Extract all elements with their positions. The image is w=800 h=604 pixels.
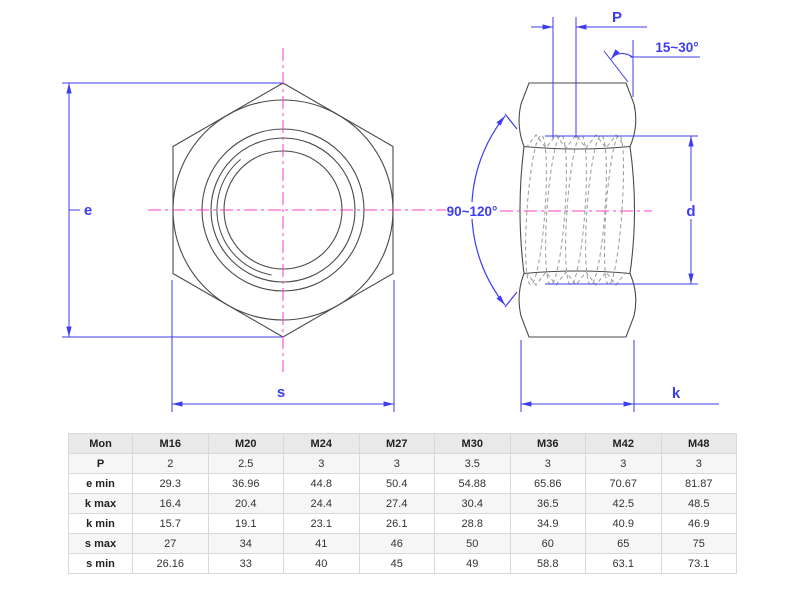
cell: 16.4: [132, 493, 209, 514]
column-header: M36: [509, 433, 586, 454]
front-view-centerlines: [148, 48, 446, 372]
cell: 46: [358, 533, 435, 554]
table-row: s max 27 34 41 46 50 60 65 75: [68, 533, 737, 554]
countersink-tick-top: [504, 113, 518, 130]
table-row: k min 15.7 19.1 23.1 26.1 28.8 34.9 40.9…: [68, 513, 737, 534]
cell: 36.5: [509, 493, 586, 514]
P-label: P: [612, 9, 622, 26]
cell: 73.1: [660, 553, 737, 574]
thread-crests-top: [525, 134, 627, 149]
cell: 49: [434, 553, 511, 574]
technical-drawing: e s: [62, 9, 719, 412]
column-header: M30: [434, 433, 511, 454]
thread-runout-arc: [216, 159, 272, 276]
cell: 65: [585, 533, 662, 554]
dimensions-table: Mon M16 M20 M24 M27 M30 M36 M42 M48 P 2 …: [68, 433, 737, 574]
column-header: M24: [283, 433, 360, 454]
cell: 50: [434, 533, 511, 554]
cell: 26.16: [132, 553, 209, 574]
e-label: e: [84, 202, 92, 219]
hex-nut-side-view: [518, 82, 637, 338]
cell: 3: [660, 453, 737, 474]
cell: 26.1: [358, 513, 435, 534]
countersink-angle-label: 90~120°: [447, 204, 498, 219]
chamfer-angle-label: 15~30°: [655, 40, 698, 55]
cell: 27: [132, 533, 209, 554]
table-row: P 2 2.5 3 3 3.5 3 3 3: [68, 453, 737, 474]
side-face-line-bottom: [523, 270, 631, 275]
cell: 3: [358, 453, 435, 474]
cell: 41: [283, 533, 360, 554]
thread-crests-bottom: [525, 271, 627, 286]
side-face-line-top: [523, 145, 631, 150]
table-row: e min 29.3 36.96 44.8 50.4 54.88 65.86 7…: [68, 473, 737, 494]
column-header: M27: [358, 433, 435, 454]
cell: 34.9: [509, 513, 586, 534]
cell: 24.4: [283, 493, 360, 514]
row-label: k max: [68, 493, 133, 514]
cell: 48.5: [660, 493, 737, 514]
row-label: s min: [68, 553, 133, 574]
cell: 20.4: [207, 493, 284, 514]
cell: 34: [207, 533, 284, 554]
chamfer-slant-line: [603, 50, 629, 83]
dimension-d: d: [545, 135, 699, 285]
column-header: M20: [207, 433, 284, 454]
cell: 81.87: [660, 473, 737, 494]
chamfer-angle-arc: [610, 49, 634, 60]
cell: 33: [207, 553, 284, 574]
column-header: M42: [585, 433, 662, 454]
cell: 19.1: [207, 513, 284, 534]
cell: 40.9: [585, 513, 662, 534]
cell: 3: [585, 453, 662, 474]
dimension-k: k: [520, 340, 719, 412]
cell: 27.4: [358, 493, 435, 514]
cell: 3: [283, 453, 360, 474]
table-row: s min 26.16 33 40 45 49 58.8 63.1 73.1: [68, 553, 737, 574]
side-outline: [518, 82, 637, 338]
chamfer-angle-annotation: 15~30°: [603, 40, 700, 97]
cell: 70.67: [585, 473, 662, 494]
countersink-tick-bottom: [504, 291, 518, 308]
cell: 42.5: [585, 493, 662, 514]
cell: 44.8: [283, 473, 360, 494]
cell: 65.86: [509, 473, 586, 494]
s-label: s: [277, 384, 285, 401]
dimension-P: P: [531, 9, 647, 138]
cell: 60: [509, 533, 586, 554]
cell: 15.7: [132, 513, 209, 534]
cell: 2: [132, 453, 209, 474]
cell: 3: [509, 453, 586, 474]
cell: 40: [283, 553, 360, 574]
cell: 54.88: [434, 473, 511, 494]
cell: 2.5: [207, 453, 284, 474]
cell: 36.96: [207, 473, 284, 494]
row-label: e min: [68, 473, 133, 494]
row-label: P: [68, 453, 133, 474]
internal-thread-lines: [525, 134, 627, 286]
row-label: s max: [68, 533, 133, 554]
cell: 3.5: [434, 453, 511, 474]
row-label: k min: [68, 513, 133, 534]
cell: 30.4: [434, 493, 511, 514]
cell: 28.8: [434, 513, 511, 534]
cell: 75: [660, 533, 737, 554]
cell: 45: [358, 553, 435, 574]
cell: 58.8: [509, 553, 586, 574]
column-header: M16: [132, 433, 209, 454]
cell: 29.3: [132, 473, 209, 494]
column-header: M48: [660, 433, 737, 454]
column-header: Mon: [68, 433, 133, 454]
table-row: k max 16.4 20.4 24.4 27.4 30.4 36.5 42.5…: [68, 493, 737, 514]
countersink-angle-annotation: 90~120°: [446, 113, 518, 308]
cell: 46.9: [660, 513, 737, 534]
dimension-s: s: [171, 280, 395, 412]
k-label: k: [672, 385, 681, 402]
cell: 23.1: [283, 513, 360, 534]
d-label: d: [686, 203, 695, 220]
table-header-row: Mon M16 M20 M24 M27 M30 M36 M42 M48: [68, 433, 737, 454]
cell: 63.1: [585, 553, 662, 574]
cell: 50.4: [358, 473, 435, 494]
